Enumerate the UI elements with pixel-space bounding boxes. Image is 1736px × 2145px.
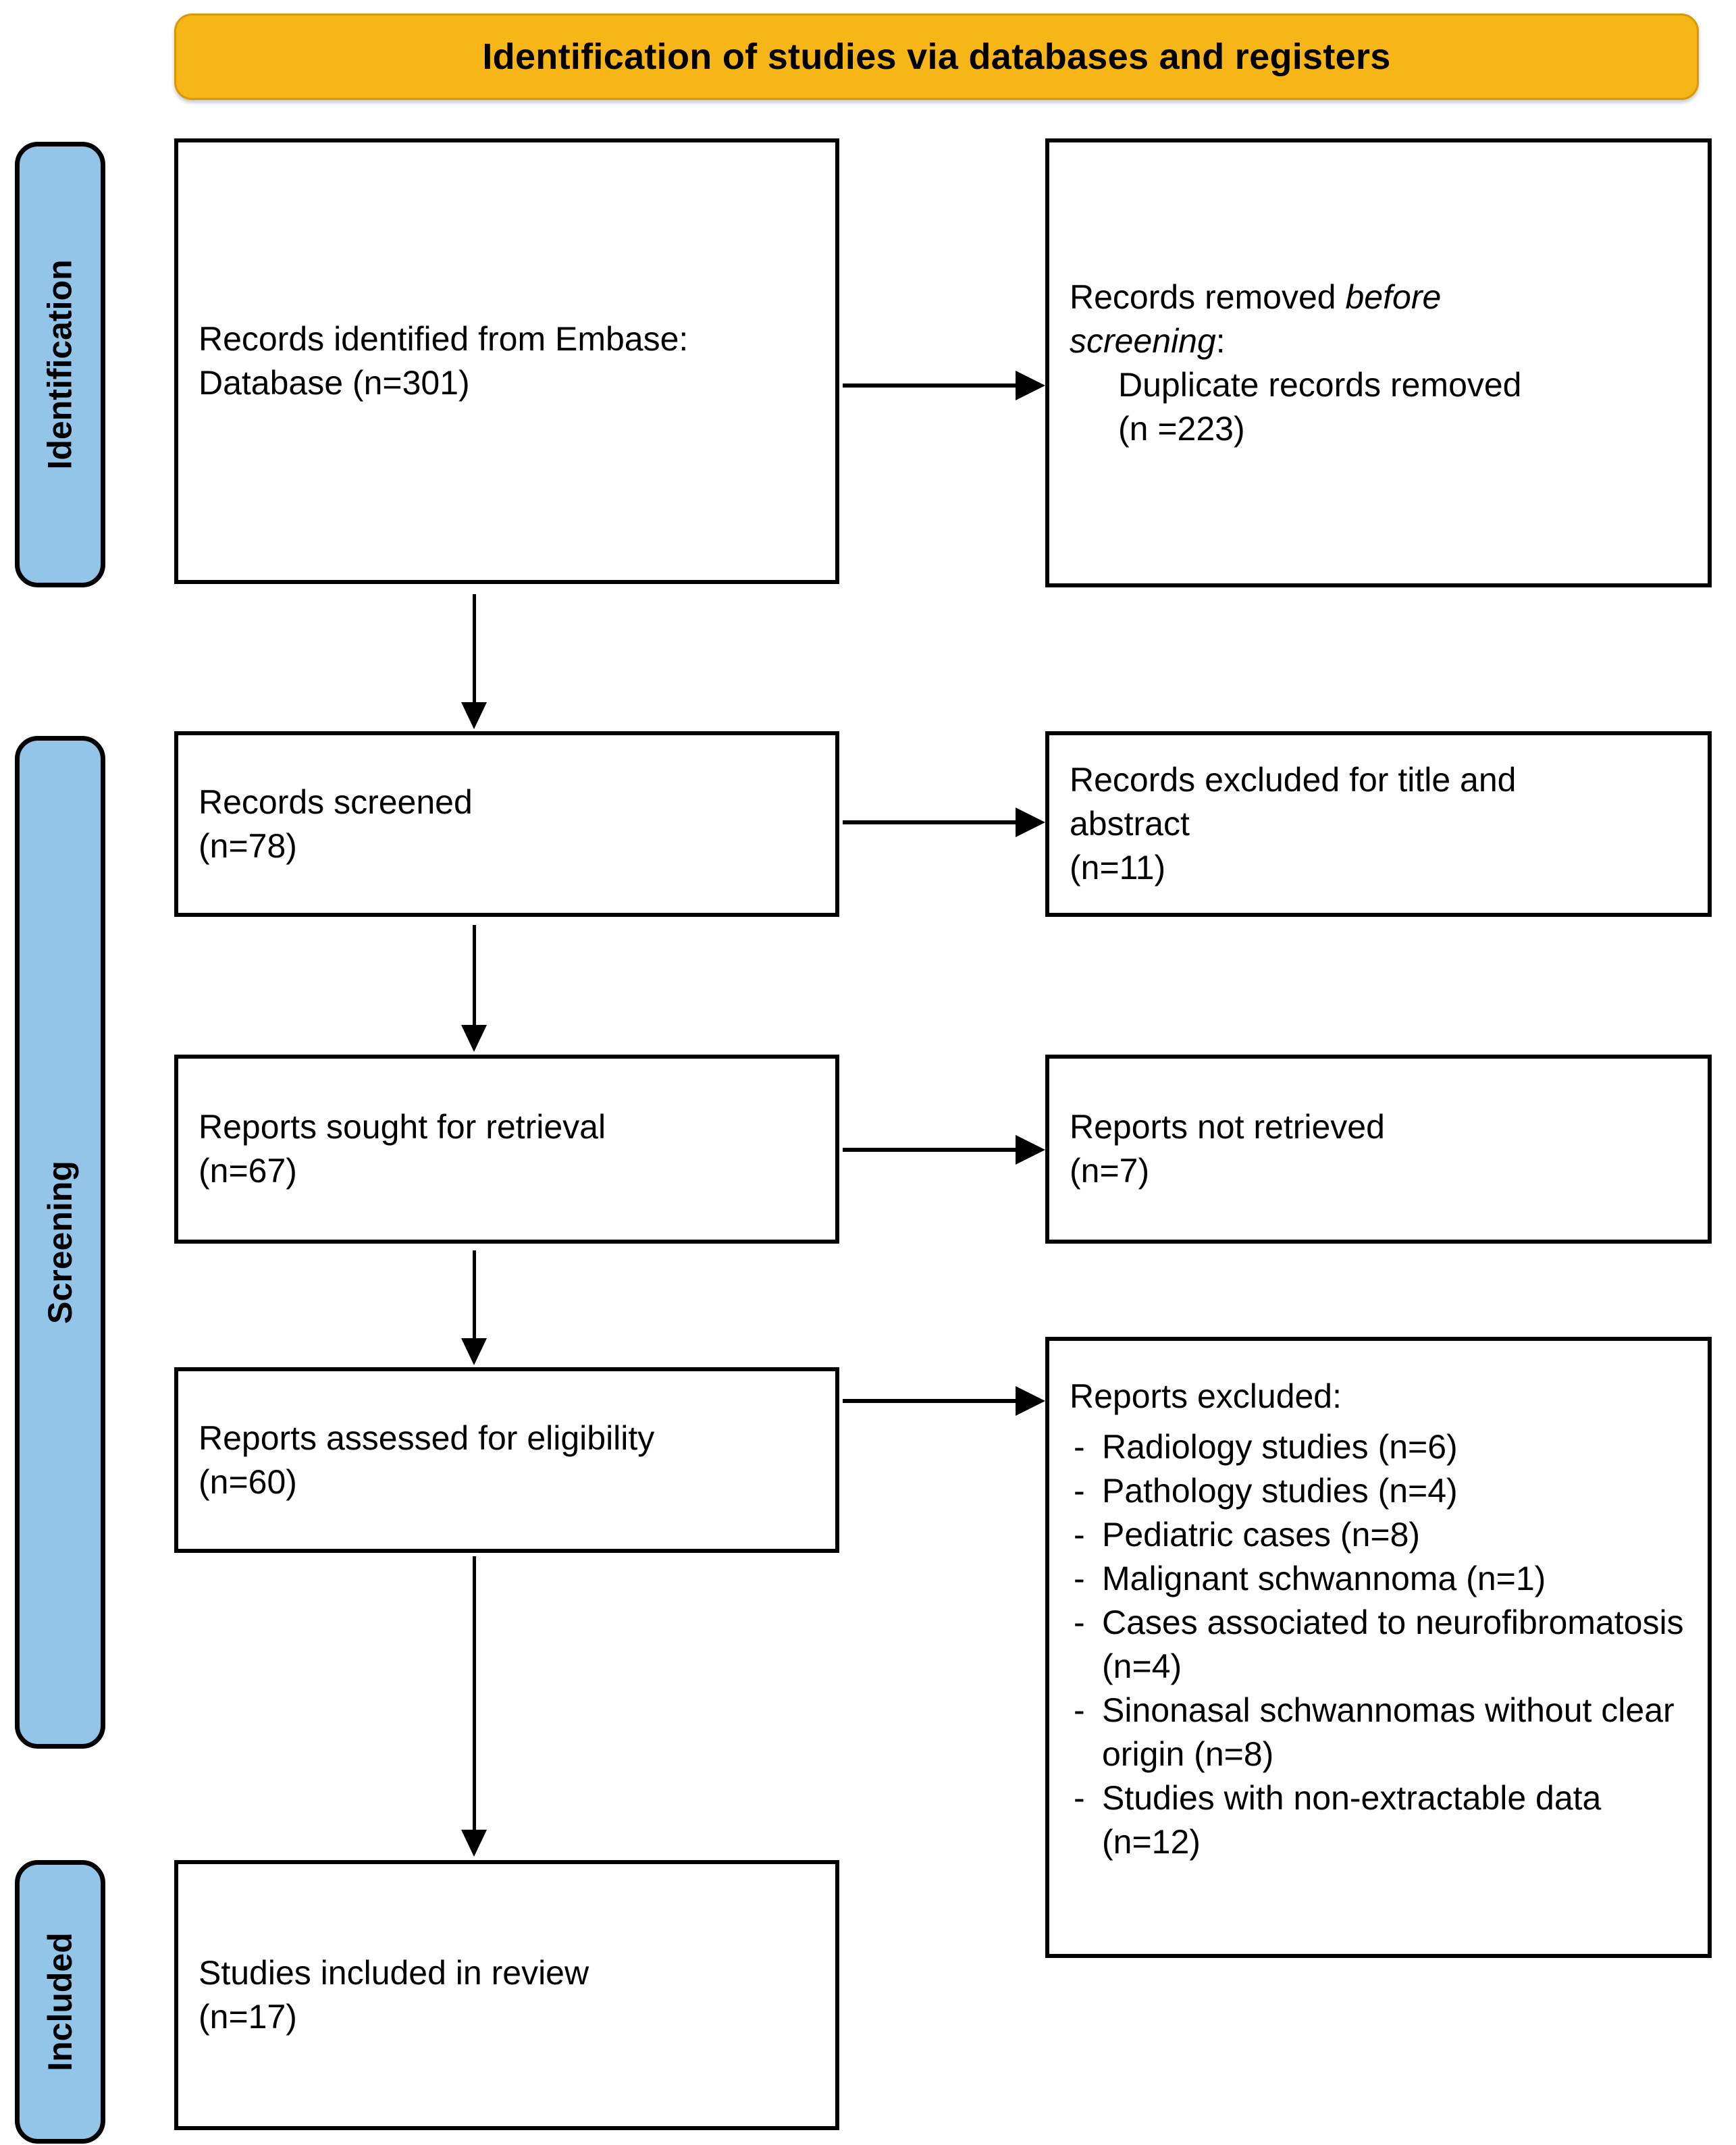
records-screened-line1: Records screened [199, 783, 473, 821]
arrow-head-right-icon [1016, 1386, 1045, 1416]
arrow-shaft [843, 1148, 1017, 1152]
records-excluded-ta-line3: (n=11) [1070, 849, 1166, 886]
arrow-head-down-icon [461, 1025, 487, 1052]
reports-not-retrieved-line2: (n=7) [1070, 1152, 1150, 1190]
records-excluded-ta-line1: Records excluded for title and [1070, 761, 1517, 799]
records-excluded-ta-line2: abstract [1070, 805, 1190, 843]
reports-excluded-item: Sinonasal schwannomas without clear orig… [1070, 1689, 1687, 1776]
arrow-shaft [473, 1556, 476, 1832]
arrow-head-right-icon [1016, 807, 1045, 837]
reports-excluded-item: Pediatric cases (n=8) [1070, 1513, 1687, 1557]
duplicate-records-removed-line1: Duplicate records removed [1118, 365, 1522, 404]
arrow-shaft [843, 383, 1017, 388]
box-studies-included-in-review: Studies included in review (n=17) [174, 1860, 839, 2130]
box-records-removed-before-screening: Records removed before screening: Duplic… [1045, 138, 1712, 587]
box-reports-excluded-text: Reports excluded: Radiology studies (n=6… [1070, 1375, 1687, 1864]
records-identified-line2: Database (n=301) [199, 364, 470, 402]
arrow-shaft [473, 594, 476, 705]
records-removed-colon: : [1215, 321, 1226, 360]
records-removed-lead: Records removed [1070, 277, 1346, 316]
reports-excluded-item: Radiology studies (n=6) [1070, 1425, 1687, 1469]
stage-label-screening: Screening [15, 736, 105, 1749]
box-reports-excluded: Reports excluded: Radiology studies (n=6… [1045, 1337, 1712, 1958]
reports-excluded-heading: Reports excluded: [1070, 1377, 1342, 1415]
box-reports-sought-text: Reports sought for retrieval (n=67) [199, 1105, 606, 1193]
box-reports-not-retrieved: Reports not retrieved (n=7) [1045, 1055, 1712, 1244]
box-records-excluded-title-abstract: Records excluded for title and abstract … [1045, 731, 1712, 917]
box-records-screened-text: Records screened (n=78) [199, 780, 473, 868]
stage-label-screening-text: Screening [41, 1161, 79, 1324]
records-removed-italic-before: before [1345, 277, 1442, 316]
reports-excluded-item: Malignant schwannoma (n=1) [1070, 1557, 1687, 1601]
arrow-shaft [843, 1399, 1017, 1403]
box-studies-included-text: Studies included in review (n=17) [199, 1951, 589, 2039]
arrow-head-down-icon [461, 1338, 487, 1365]
box-records-identified: Records identified from Embase: Database… [174, 138, 839, 584]
arrow-head-right-icon [1016, 371, 1045, 400]
arrow-head-down-icon [461, 1830, 487, 1857]
reports-sought-line2: (n=67) [199, 1152, 297, 1190]
box-reports-sought-for-retrieval: Reports sought for retrieval (n=67) [174, 1055, 839, 1244]
reports-excluded-item: Studies with non-extractable data (n=12) [1070, 1776, 1687, 1864]
arrow-shaft [473, 925, 476, 1028]
records-identified-line1: Records identified from Embase: [199, 320, 689, 358]
records-screened-line2: (n=78) [199, 826, 297, 865]
box-reports-not-retrieved-text: Reports not retrieved (n=7) [1070, 1105, 1385, 1193]
duplicate-records-removed-line2: (n =223) [1118, 409, 1245, 448]
stage-label-included-text: Included [41, 1932, 80, 2071]
reports-sought-line1: Reports sought for retrieval [199, 1108, 606, 1146]
reports-assessed-line2: (n=60) [199, 1462, 297, 1501]
diagram-title: Identification of studies via databases … [482, 36, 1391, 77]
stage-label-identification-text: Identification [41, 259, 80, 470]
arrow-head-right-icon [1016, 1135, 1045, 1165]
reports-not-retrieved-line1: Reports not retrieved [1070, 1108, 1385, 1146]
diagram-title-banner: Identification of studies via databases … [174, 14, 1699, 100]
box-records-screened: Records screened (n=78) [174, 731, 839, 917]
reports-excluded-list: Radiology studies (n=6)Pathology studies… [1070, 1425, 1687, 1864]
box-reports-assessed-text: Reports assessed for eligibility (n=60) [199, 1416, 654, 1504]
arrow-head-down-icon [461, 702, 487, 729]
reports-excluded-item: Cases associated to neurofibromatosis (n… [1070, 1601, 1687, 1689]
box-reports-assessed-for-eligibility: Reports assessed for eligibility (n=60) [174, 1367, 839, 1553]
reports-excluded-item: Pathology studies (n=4) [1070, 1469, 1687, 1513]
studies-included-line2: (n=17) [199, 1998, 297, 2036]
box-records-identified-text: Records identified from Embase: Database… [199, 317, 688, 405]
arrow-shaft [473, 1250, 476, 1341]
box-records-removed-text: Records removed before screening: Duplic… [1070, 275, 1522, 451]
arrow-shaft [843, 820, 1017, 824]
studies-included-line1: Studies included in review [199, 1954, 589, 1992]
stage-label-included: Included [15, 1860, 105, 2144]
records-removed-italic-screening: screening [1070, 321, 1216, 360]
box-records-excluded-title-abstract-text: Records excluded for title and abstract … [1070, 758, 1516, 890]
reports-assessed-line1: Reports assessed for eligibility [199, 1419, 655, 1457]
stage-label-identification: Identification [15, 142, 105, 587]
